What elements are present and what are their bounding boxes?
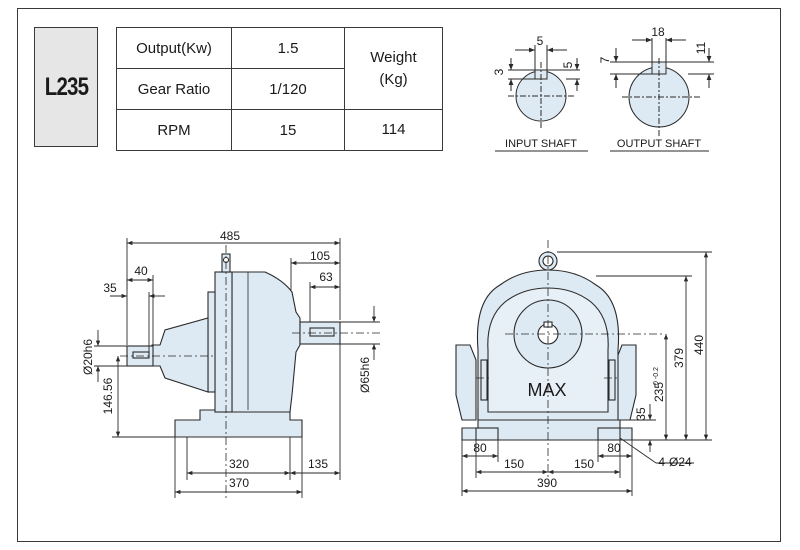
input-width-dim: 5 <box>537 34 544 48</box>
spec-row-gear: Gear Ratio 1/120 <box>116 68 443 110</box>
weight-label-line2: (Kg) <box>379 70 408 88</box>
side-dim-d65: Ø65h6 <box>358 357 372 393</box>
front-dim-150-right: 150 <box>574 457 594 471</box>
weight-label-line1: Weight <box>370 48 417 66</box>
front-dim-35: 35 <box>634 407 648 421</box>
front-dim-235-tol: 0 -0.2 <box>653 367 660 385</box>
side-dim-d20: Ø20h6 <box>81 339 95 375</box>
output-value: 1.5 <box>231 27 345 69</box>
side-dim-40: 40 <box>134 264 148 278</box>
side-base <box>174 409 303 438</box>
model-number: L235 <box>44 72 88 101</box>
spec-row-rpm: RPM 15 114 <box>116 109 443 151</box>
side-input-key <box>132 351 150 359</box>
side-dim-146: 146.56 <box>101 377 115 414</box>
output-label: Output(Kw) <box>116 27 232 69</box>
front-view <box>455 251 637 441</box>
input-shaft-detail <box>508 45 580 130</box>
input-key-dim: 3 <box>492 68 506 75</box>
front-slot-left <box>480 359 488 401</box>
side-dim-63: 63 <box>319 270 333 284</box>
drawing-frame <box>17 8 781 542</box>
weight-label: Weight (Kg) <box>344 27 443 110</box>
side-output-key <box>309 327 335 337</box>
front-rib-left <box>455 344 477 421</box>
side-dim-485: 485 <box>220 229 240 243</box>
output-shaft-label: OUTPUT SHAFT <box>617 138 701 150</box>
front-dim-390: 390 <box>537 476 557 490</box>
side-dim-105: 105 <box>310 249 330 263</box>
input-depth-dim: 5 <box>561 61 575 68</box>
front-centerlines <box>476 240 664 480</box>
side-dim-35: 35 <box>103 281 117 295</box>
side-motor-cone <box>151 317 209 393</box>
spec-table: Output(Kw) 1.5 Weight (Kg) Gear Ratio 1/… <box>116 27 443 151</box>
model-badge: L235 <box>34 27 98 147</box>
gear-ratio-value: 1/120 <box>231 68 345 110</box>
output-key-dim: 7 <box>598 56 612 63</box>
side-dim-320: 320 <box>229 457 249 471</box>
weight-value: 114 <box>344 109 443 151</box>
side-centerlines <box>120 245 380 500</box>
front-dim-440: 440 <box>692 335 706 355</box>
output-shaft-detail <box>610 37 714 136</box>
front-dim-150-left: 150 <box>504 457 524 471</box>
front-dim-379: 379 <box>672 348 686 368</box>
front-slot-right <box>608 359 616 401</box>
leader-bolt <box>619 437 657 464</box>
side-dim-135: 135 <box>308 457 328 471</box>
side-view <box>126 253 341 438</box>
output-width-dim: 18 <box>651 25 665 39</box>
front-dim-80-right: 80 <box>607 441 621 455</box>
front-dim-80-left: 80 <box>473 441 487 455</box>
front-max-label: MAX <box>527 380 566 400</box>
side-flange <box>214 271 233 413</box>
side-flange-rim <box>207 291 216 393</box>
side-body <box>231 271 301 413</box>
front-dim-235: 235 <box>652 382 666 402</box>
front-bolt-holes: 4-Ø24 <box>658 455 692 469</box>
front-foot-right <box>597 427 621 441</box>
front-foot-left <box>475 427 499 441</box>
spec-row-output: Output(Kw) 1.5 Weight (Kg) <box>116 27 443 110</box>
front-rib-right <box>615 344 637 421</box>
input-shaft-label: INPUT SHAFT <box>505 138 577 150</box>
output-depth-dim: 11 <box>694 41 708 54</box>
front-dimensions <box>461 251 712 496</box>
side-dimensions <box>94 238 380 498</box>
side-dim-370: 370 <box>229 476 249 490</box>
